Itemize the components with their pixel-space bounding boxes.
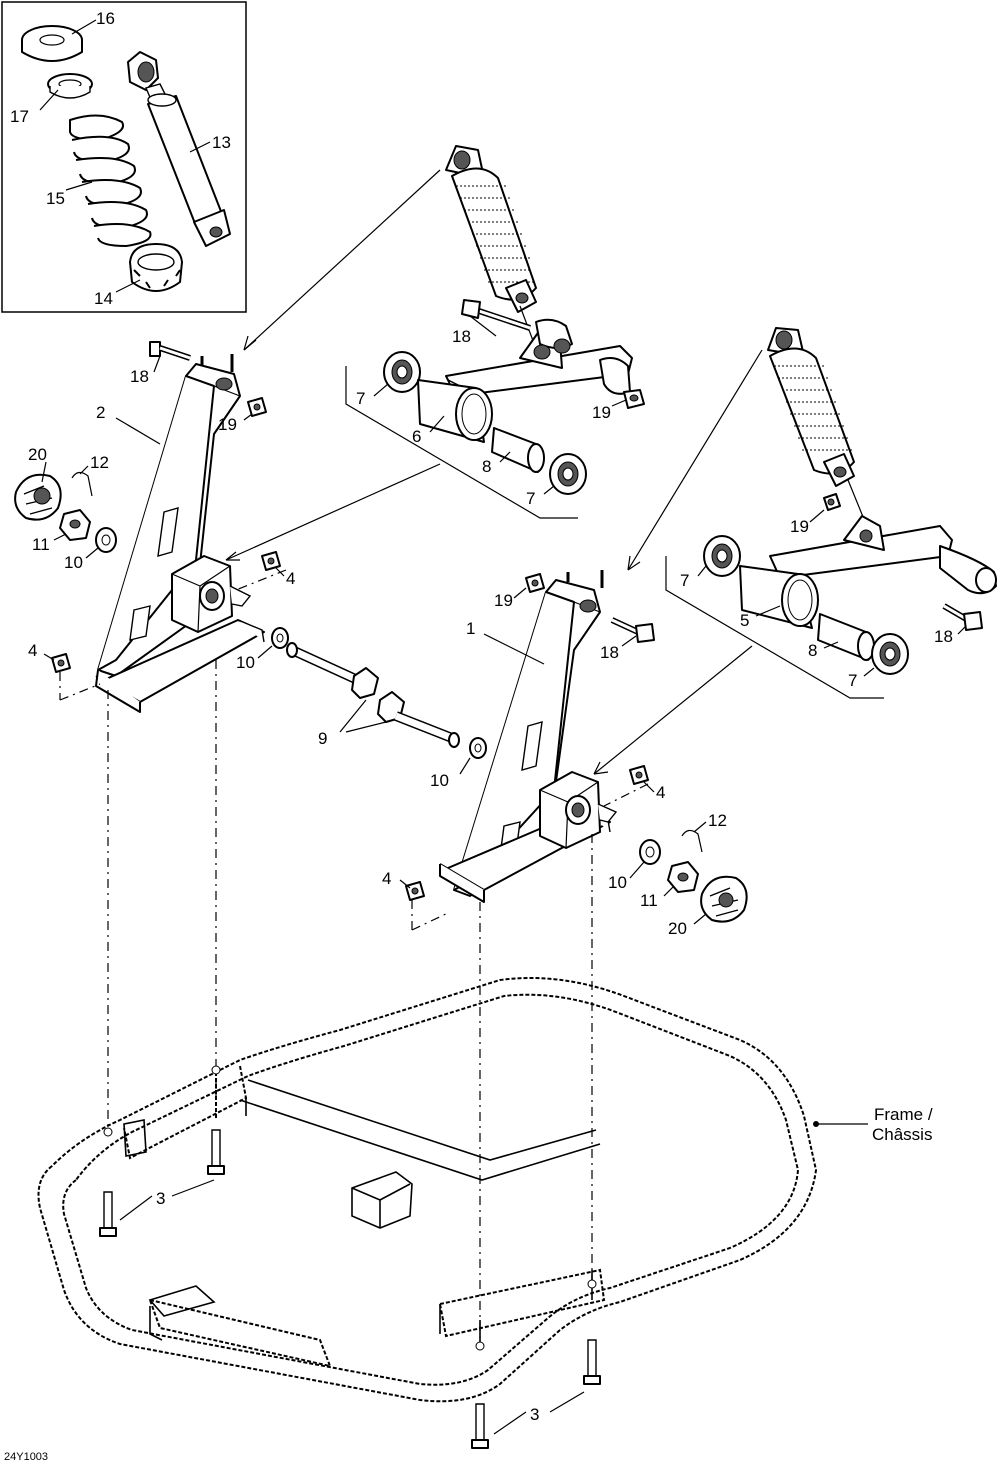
callout-2: 2	[96, 403, 105, 422]
callout-6: 6	[412, 427, 421, 446]
shock-detail-inset: 16 17 15 13 14	[1, 1, 247, 313]
bearing-7-upper-right	[703, 535, 741, 577]
callout-20: 20	[28, 445, 47, 464]
frame-label-line1: Frame /	[874, 1105, 933, 1124]
spring-retainer-16	[21, 25, 83, 62]
bolts-3	[99, 1129, 601, 1449]
callout-4: 4	[28, 641, 37, 660]
callout-19: 19	[218, 415, 237, 434]
adjusting-nut-14	[129, 243, 183, 292]
callout-7: 7	[848, 671, 857, 690]
bearing-7-lower-right	[871, 633, 909, 675]
callout-10: 10	[236, 653, 255, 672]
callout-9: 9	[318, 729, 327, 748]
sleeve-5	[739, 565, 819, 629]
callout-11: 11	[32, 535, 50, 554]
callout-12: 12	[708, 811, 727, 830]
callout-12: 12	[90, 453, 109, 472]
callout-16: 16	[96, 9, 115, 28]
callout-8: 8	[808, 641, 817, 660]
callout-19: 19	[494, 591, 513, 610]
callout-18: 18	[934, 627, 953, 646]
c-clip-17	[47, 73, 93, 99]
alignment-lines	[59, 569, 649, 1340]
callout-4: 4	[382, 869, 391, 888]
right-post-1	[439, 570, 753, 903]
sleeve-6	[417, 379, 493, 443]
bearing-7-lower-left	[549, 453, 587, 495]
callout-17: 17	[10, 107, 29, 126]
callout-3: 3	[156, 1189, 165, 1208]
callout-3: 3	[530, 1405, 539, 1424]
left-shock-assembly	[243, 145, 545, 371]
callout-15: 15	[46, 189, 65, 208]
callout-14: 14	[94, 289, 113, 308]
callout-7: 7	[356, 389, 365, 408]
right-hardware	[405, 573, 748, 923]
coil-spring-15	[69, 114, 152, 247]
callout-4: 4	[656, 783, 665, 802]
callout-numbers: 18 18 19 2 20 12 11 10 4 4 10 9 10 7 6 1…	[4, 327, 953, 1463]
callout-4: 4	[286, 569, 295, 588]
callout-7: 7	[680, 571, 689, 590]
left-swing-arm	[345, 299, 645, 519]
callout-leaders	[41, 315, 967, 925]
callout-19: 19	[592, 403, 611, 422]
callout-13: 13	[212, 133, 231, 152]
frame-chassis	[37, 977, 868, 1403]
left-hardware	[14, 341, 289, 673]
right-swing-arm	[665, 493, 997, 699]
frame-label-line2: Châssis	[872, 1125, 932, 1144]
callout-1: 1	[466, 619, 475, 638]
right-shock-assembly	[627, 327, 871, 571]
callout-18: 18	[130, 367, 149, 386]
bearing-7-upper-left	[383, 351, 421, 393]
callout-18: 18	[452, 327, 471, 346]
sleeve-8-left	[491, 427, 545, 473]
callout-19: 19	[790, 517, 809, 536]
diagram-code: 24Y1003	[4, 1451, 48, 1463]
sleeve-8-right	[817, 613, 875, 661]
callout-7: 7	[526, 489, 535, 508]
callout-10: 10	[64, 553, 83, 572]
callout-5: 5	[740, 611, 749, 630]
callout-10: 10	[608, 873, 627, 892]
callout-20: 20	[668, 919, 687, 938]
callout-11: 11	[640, 891, 658, 910]
callout-10: 10	[430, 771, 449, 790]
callout-18: 18	[600, 643, 619, 662]
callout-8: 8	[482, 457, 491, 476]
axle-9-pair	[286, 642, 487, 759]
shock-absorber-13	[127, 51, 231, 247]
left-post-2	[95, 354, 441, 713]
